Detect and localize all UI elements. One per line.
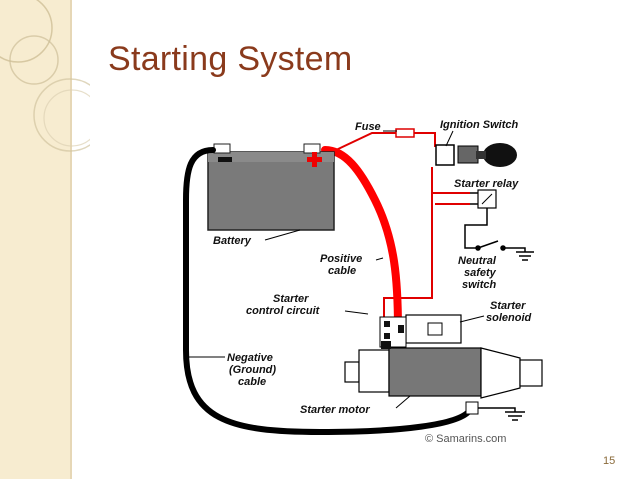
red-control-wiring	[335, 132, 470, 322]
label-control-line2: control circuit	[246, 305, 321, 317]
ignition-switch-icon	[435, 143, 517, 167]
label-starter-motor: Starter motor	[300, 404, 370, 416]
negative-cable	[183, 147, 473, 436]
credit-text: © Samarins.com	[425, 433, 506, 445]
decorative-circles	[0, 0, 90, 152]
label-solenoid-line2: solenoid	[486, 312, 532, 324]
positive-cable	[321, 146, 402, 334]
label-negative-line1: Negative	[227, 352, 273, 364]
label-battery: Battery	[213, 235, 252, 247]
label-leader-lines	[186, 130, 485, 409]
label-ignition-switch: Ignition Switch	[440, 119, 518, 131]
label-neutral-line3: switch	[462, 279, 497, 291]
label-negative-line2: (Ground)	[229, 364, 276, 376]
neutral-safety-switch-icon	[464, 208, 534, 261]
side-band-edge	[70, 0, 72, 479]
label-fuse: Fuse	[355, 121, 381, 133]
page-number: 15	[603, 455, 616, 467]
starter-solenoid-icon	[379, 314, 462, 348]
label-control-line1: Starter	[273, 293, 309, 305]
fuse-icon	[395, 128, 415, 138]
label-neutral-line2: safety	[464, 267, 497, 279]
decorative-side-band	[0, 0, 70, 479]
slide-title: Starting System	[108, 40, 353, 78]
label-starter-relay: Starter relay	[454, 178, 519, 190]
label-solenoid-line1: Starter	[490, 300, 526, 312]
ground-symbol-icon	[478, 407, 525, 421]
starter-relay-icon	[470, 189, 497, 209]
label-neutral-line1: Neutral	[458, 255, 497, 267]
label-positive-line1: Positive	[320, 253, 362, 265]
label-positive-line2: cable	[328, 265, 356, 277]
starter-motor-icon	[344, 341, 543, 415]
battery-icon	[207, 143, 335, 231]
label-negative-line3: cable	[238, 376, 266, 388]
